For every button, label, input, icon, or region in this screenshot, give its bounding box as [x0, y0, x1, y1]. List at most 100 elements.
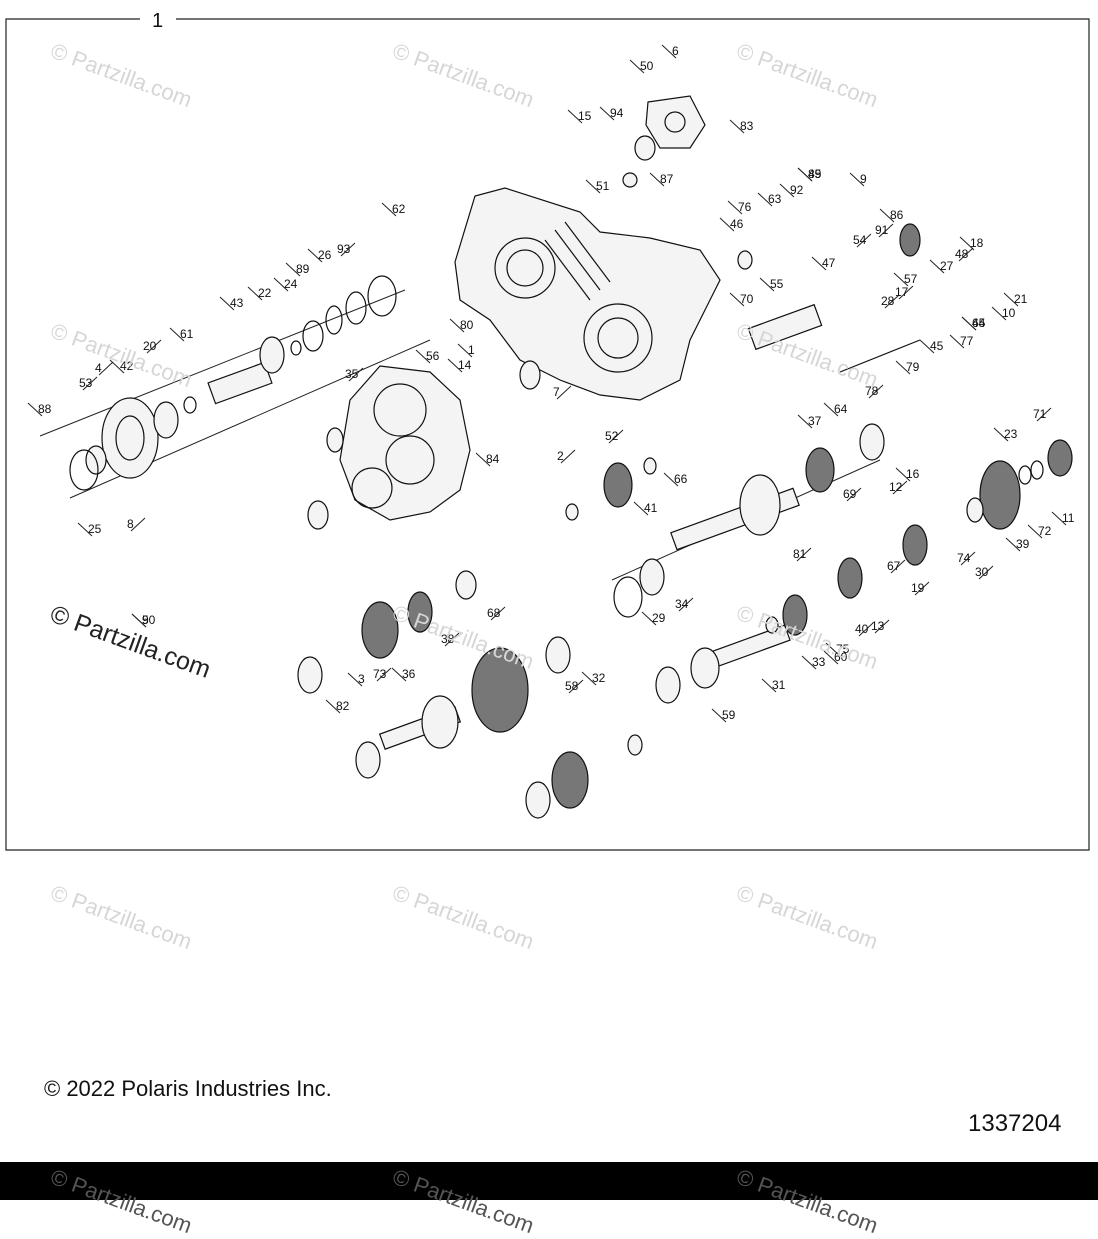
callout-33-bearing: 33 — [812, 655, 826, 669]
leader-5 — [131, 613, 147, 628]
gear-59 — [407, 591, 433, 633]
callout-30-ring: 30 — [975, 565, 989, 579]
leader-82 — [325, 699, 341, 714]
leader-11 — [1051, 511, 1067, 526]
leader-78 — [868, 384, 884, 399]
shaft-60 — [690, 624, 791, 689]
callout-32-bearing: 32 — [592, 671, 606, 685]
bearing-55 — [737, 250, 753, 270]
bearing-33-lower — [525, 781, 551, 819]
leader-91 — [878, 223, 894, 238]
callout-56-plate: 56 — [426, 349, 440, 363]
callout-8-bolt: 8 — [127, 517, 134, 531]
callout-25-o-ring: 25 — [88, 522, 102, 536]
leader-6 — [661, 44, 677, 59]
seal-94 — [307, 500, 329, 530]
watermark: © Partzilla.com — [733, 1164, 882, 1239]
callout-9-pin: 9 — [860, 172, 867, 186]
leader-55 — [759, 277, 775, 292]
leader-23 — [993, 427, 1009, 442]
callout-10-washer: 10 — [1002, 306, 1016, 320]
leader-27 — [929, 259, 945, 274]
leader-89 — [285, 262, 301, 277]
leader-73 — [376, 667, 392, 682]
callout-90-o-ring: 90 — [142, 613, 156, 627]
leader-80 — [449, 318, 465, 333]
leader-74 — [960, 551, 976, 566]
leader-37 — [797, 414, 813, 429]
shaft-82 — [378, 695, 462, 750]
callout-45-roller: 45 — [930, 339, 944, 353]
leader-1 — [457, 343, 473, 358]
callout-15-pin: 15 — [578, 109, 592, 123]
frame-label: 1 — [152, 10, 163, 32]
callout-79-fork: 79 — [906, 360, 920, 374]
callout-51-case: 51 — [596, 179, 610, 193]
leader-4 — [98, 361, 114, 376]
transmission-case-52 — [339, 365, 471, 521]
ring-23 — [1018, 465, 1032, 485]
shift-drum-70 — [747, 303, 823, 351]
callout-91-washer: 91 — [875, 223, 889, 237]
rail-64 — [839, 339, 921, 373]
diagram-frame — [5, 18, 1090, 851]
callout-70-shift-drum: 70 — [740, 292, 754, 306]
callout-80-assembly: 80 — [460, 318, 474, 332]
watermark: © Partzilla.com — [389, 1164, 538, 1239]
callout-12-ring: 12 — [889, 480, 903, 494]
callout-54-bushing: 54 — [853, 233, 867, 247]
callout-49-fork: 49 — [808, 167, 822, 181]
gear-68 — [361, 601, 399, 659]
callout-75-gear: 75 — [836, 642, 850, 656]
leader-56 — [415, 349, 431, 364]
callout-47-ring: 47 — [822, 256, 836, 270]
leader-58 — [568, 679, 584, 694]
leader-29 — [641, 611, 657, 626]
leader-13 — [874, 619, 890, 634]
callout-46-ball: 46 — [730, 217, 744, 231]
leader-44 — [961, 316, 977, 331]
o-ring-22 — [290, 340, 302, 356]
leader-3 — [347, 672, 363, 687]
callout-63-shaft: 63 — [768, 192, 782, 206]
callout-55-bearing: 55 — [770, 277, 784, 291]
callout-88-seal: 88 — [38, 402, 52, 416]
shaft-81 — [670, 474, 800, 551]
bearing-31 — [455, 570, 477, 600]
leader-35 — [348, 367, 364, 382]
washer-26 — [345, 291, 367, 325]
leader-16 — [895, 467, 911, 482]
callout-17-ring: 17 — [895, 285, 909, 299]
leader-76 — [727, 200, 743, 215]
leader-49 — [797, 167, 813, 182]
leader-20 — [146, 339, 162, 354]
leader-52 — [608, 429, 624, 444]
leader-50 — [629, 59, 645, 74]
document-number: 1337204 — [968, 1110, 1062, 1137]
callout-59-gear: 59 — [722, 708, 736, 722]
leader-43 — [219, 296, 235, 311]
bearing-37 — [643, 457, 657, 475]
centerline-input — [39, 289, 406, 437]
leader-12 — [892, 480, 908, 495]
leader-57 — [893, 272, 909, 287]
leader-51 — [585, 179, 601, 194]
bearing-39 — [966, 497, 984, 523]
copyright-notice: © 2022 Polaris Industries Inc. — [44, 1076, 332, 1101]
callout-44-spring: 44 — [972, 316, 986, 330]
housing-53 — [101, 397, 159, 479]
hub-71 — [1047, 439, 1073, 477]
leader-79 — [895, 360, 911, 375]
callout-5-bolt: 5 — [142, 613, 149, 627]
leader-70 — [729, 292, 745, 307]
callout-66-idler-gear: 66 — [674, 472, 688, 486]
callout-48-washer: 48 — [955, 247, 969, 261]
leader-94 — [599, 106, 615, 121]
bearing-32 — [627, 734, 643, 756]
leader-83 — [729, 119, 745, 134]
callout-40-bearing: 40 — [855, 622, 869, 636]
watermark: © Partzilla.com — [47, 1164, 196, 1239]
bearing-36 — [545, 636, 571, 674]
exploded-view-diagram: 1 — [5, 10, 1090, 851]
gear-86 — [899, 223, 921, 257]
